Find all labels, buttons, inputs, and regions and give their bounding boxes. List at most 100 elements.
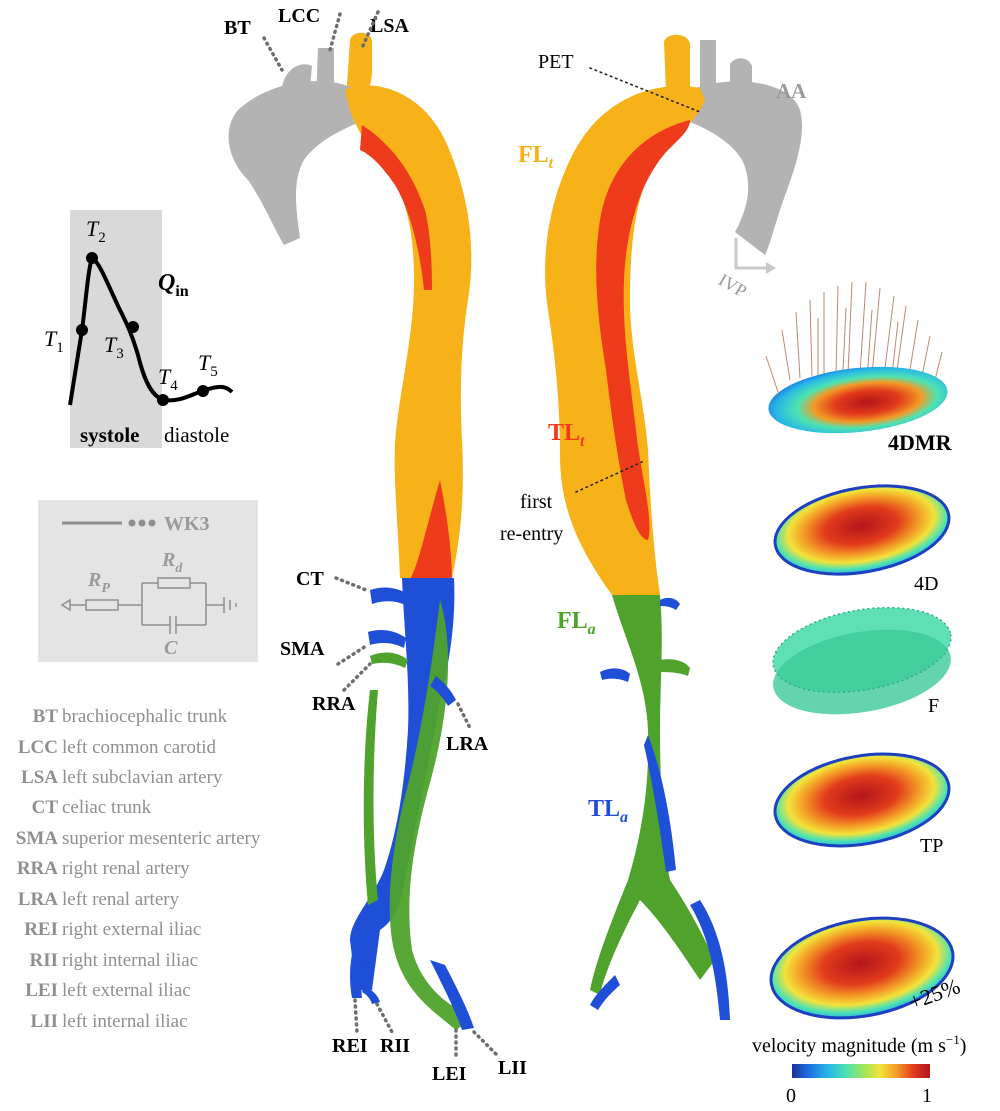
- legend-desc: right external iliac: [62, 919, 201, 940]
- profile-4dmr: 4DMR: [765, 281, 953, 455]
- rv-iliac-right: [690, 900, 730, 1020]
- bt-leader: [262, 36, 284, 72]
- lra-leader: [456, 702, 472, 730]
- wk3-box: [38, 500, 258, 662]
- t3-label: T3: [104, 332, 124, 362]
- profile-4dmr-label: 4DMR: [888, 430, 953, 455]
- aorta-right-view: [545, 34, 802, 1020]
- legend-desc: left renal artery: [62, 889, 180, 910]
- point-t4: [157, 394, 169, 406]
- qin-label: Qin: [158, 270, 189, 300]
- rv-iliac-left: [590, 975, 620, 1010]
- ivp-arrowhead: [766, 262, 776, 274]
- lra-branch: [430, 676, 456, 706]
- colorbar-ramp: [792, 1064, 930, 1078]
- pet-label: PET: [538, 51, 574, 73]
- legend-desc: superior mesenteric artery: [62, 828, 261, 849]
- legend-abbr: LRA: [18, 889, 58, 910]
- sma-label: SMA: [280, 638, 325, 660]
- c-label: C: [164, 637, 178, 659]
- rra-leader: [342, 662, 372, 692]
- tl-a-label: TLa: [588, 796, 628, 826]
- velocity-profiles: 4DMR 4D F TP +25%: [765, 281, 963, 1020]
- legend-abbr: SMA: [16, 828, 59, 849]
- legend-abbr: LII: [31, 1011, 58, 1032]
- lsa-branch: [346, 32, 372, 99]
- sma-leader: [336, 644, 368, 666]
- profile-plus25: +25%: [769, 916, 963, 1020]
- true-lumen-thoracic: [360, 125, 432, 290]
- legend-desc: celiac trunk: [62, 797, 152, 818]
- profile-4d-disc: [775, 485, 949, 575]
- legend-abbr: CT: [32, 797, 59, 818]
- region-labels: FLt TLt FLa TLa first re-entry: [500, 142, 643, 826]
- rii-label: RII: [380, 1035, 410, 1057]
- inflow-waveform-panel: T1 T2 T3 T4 T5 Qin systole diastole: [44, 210, 234, 448]
- true-lumen-thoracic-lower: [410, 480, 452, 580]
- legend-desc: left common carotid: [62, 737, 217, 758]
- rv-false-lumen-abdominal: [590, 595, 715, 995]
- t5-label: T5: [198, 350, 218, 380]
- lsa-label: LSA: [370, 15, 409, 37]
- sma-branch: [368, 630, 406, 648]
- false-lumen-abdominal: [389, 600, 470, 1030]
- legend-desc: brachiocephalic trunk: [62, 706, 228, 727]
- rei-label: REI: [332, 1035, 368, 1057]
- rv-branch-left: [600, 668, 630, 682]
- ct-label: CT: [296, 568, 324, 590]
- legend-desc: right renal artery: [62, 858, 190, 879]
- lcc-leader: [328, 12, 342, 52]
- legend-abbr: RII: [29, 950, 58, 971]
- profile-4dmr-disc: [768, 366, 948, 434]
- rv-true-lumen-thoracic: [596, 120, 690, 540]
- legend-desc: left internal iliac: [62, 1011, 188, 1032]
- point-t5: [197, 385, 209, 397]
- ivp-arrow: [734, 238, 770, 270]
- profile-4d-label: 4D: [914, 573, 938, 595]
- aa-label: AA: [776, 79, 807, 103]
- first-reentry-leader: [575, 461, 643, 493]
- windkessel-panel: WK3 RP Rd C: [38, 500, 258, 662]
- rv-branch-top: [660, 597, 680, 610]
- fl-a-label: FLa: [557, 608, 596, 638]
- point-t1: [76, 324, 88, 336]
- ivp-label: IVP: [715, 269, 750, 301]
- rd-label: Rd: [161, 549, 183, 576]
- colorbar-label: velocity magnitude (m s−1): [752, 1032, 966, 1057]
- rv-ascending-aorta: [690, 81, 802, 256]
- tl-t-label: TLt: [548, 420, 585, 450]
- t4-label: T4: [158, 364, 178, 394]
- first-reentry-label-line1: first: [520, 491, 553, 513]
- legend-abbr: LSA: [21, 767, 58, 788]
- green-strip: [363, 690, 378, 905]
- first-reentry-label-line2: re-entry: [500, 523, 563, 545]
- lsa-leader: [360, 10, 380, 50]
- rii-branch: [362, 985, 380, 1004]
- rra-label: RRA: [312, 693, 356, 715]
- ct-leader: [334, 576, 368, 592]
- legend-abbr: BT: [33, 706, 59, 727]
- lcc-label: LCC: [278, 5, 320, 27]
- lii-leader: [472, 1030, 498, 1056]
- rp-label: RP: [87, 569, 110, 596]
- ct-branch: [370, 587, 410, 606]
- lra-label: LRA: [446, 733, 489, 755]
- point-t3: [127, 321, 139, 333]
- ascending-aorta: [228, 80, 365, 245]
- colorbar: velocity magnitude (m s−1) 0 1: [752, 1032, 966, 1107]
- legend-abbr: LEI: [25, 980, 58, 1001]
- t2-label: T2: [86, 216, 106, 246]
- diastole-label: diastole: [164, 423, 229, 447]
- left-iliac: [430, 960, 474, 1030]
- profile-f-label: F: [928, 695, 939, 717]
- rii-leader: [375, 1002, 394, 1034]
- legend-abbr: RRA: [17, 858, 58, 879]
- legend-abbr: REI: [24, 919, 58, 940]
- false-lumen-thoracic: [345, 85, 472, 578]
- profile-plus25-disc: [771, 918, 953, 1018]
- aorta-left-view: [228, 32, 474, 1030]
- branch-labels: CT SMA RRA LRA REI RII LEI LII: [280, 568, 527, 1085]
- rv-lsa-branch: [664, 34, 690, 92]
- rra-branch: [370, 652, 408, 668]
